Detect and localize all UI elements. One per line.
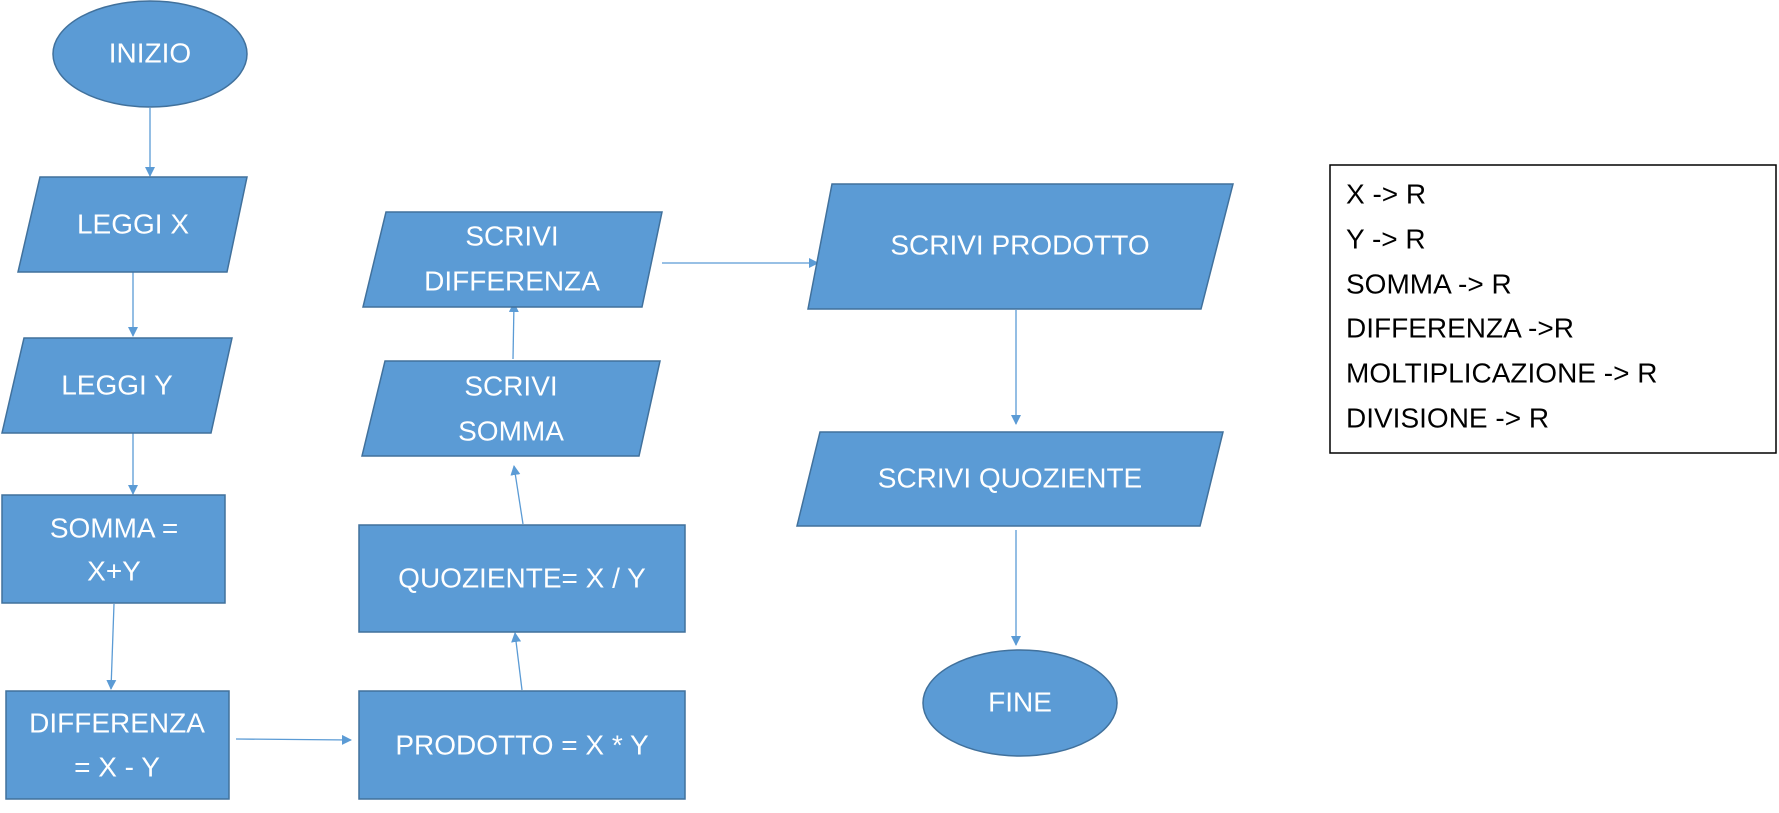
legend-box — [1329, 164, 1777, 454]
write-sum-label-line2: SOMMA — [458, 415, 564, 446]
write-difference-label-line2: DIFFERENZA — [424, 265, 600, 296]
legend-line-y: Y -> R — [1346, 223, 1426, 254]
sum-process — [1, 494, 226, 604]
legend-line-divisione: DIVISIONE -> R — [1346, 402, 1549, 433]
legend-line-x: X -> R — [1346, 178, 1426, 209]
difference-label-line2: = X - Y — [74, 751, 160, 782]
write-product-io — [807, 183, 1234, 310]
product-process — [358, 690, 686, 800]
start-terminator — [52, 0, 248, 108]
arrow-difference-to-product — [235, 734, 352, 745]
read-y-io — [1, 337, 233, 434]
read-y-label: LEGGI Y — [61, 369, 173, 400]
end-label: FINE — [988, 686, 1052, 717]
legend-line-somma: SOMMA -> R — [1346, 268, 1512, 299]
quotient-label: QUOZIENTE= X / Y — [398, 562, 646, 593]
arrow-sum-to-difference — [106, 603, 117, 690]
arrow-write-sum-to-write-difference — [508, 302, 519, 360]
write-difference-io — [362, 211, 663, 308]
read-x-label: LEGGI X — [77, 208, 189, 239]
arrow-quotient-to-write-sum — [510, 465, 524, 525]
sum-label: SOMMA = — [50, 512, 178, 543]
connectors — [106, 108, 1021, 745]
end-terminator — [922, 649, 1118, 757]
variable-type-legend: X -> R Y -> R SOMMA -> R DIFFERENZA ->R … — [1329, 164, 1777, 454]
sum-label-line2: X+Y — [87, 555, 141, 586]
write-product-label: SCRIVI PRODOTTO — [890, 229, 1149, 260]
write-sum-io — [361, 360, 661, 457]
difference-process — [5, 690, 230, 800]
legend-line-differenza: DIFFERENZA ->R — [1346, 312, 1574, 343]
write-sum-label: SCRIVI — [464, 370, 557, 401]
write-quotient-io — [796, 431, 1224, 527]
write-difference-label: SCRIVI — [465, 220, 558, 251]
product-label: PRODOTTO = X * Y — [395, 729, 649, 760]
arrow-product-to-quotient — [511, 632, 523, 691]
legend-line-moltiplicazione: MOLTIPLICAZIONE -> R — [1346, 357, 1657, 388]
quotient-process — [358, 524, 686, 633]
read-x-io — [17, 176, 248, 273]
start-label: INIZIO — [109, 37, 191, 68]
difference-label: DIFFERENZA — [29, 707, 205, 738]
write-quotient-label: SCRIVI QUOZIENTE — [878, 462, 1142, 493]
